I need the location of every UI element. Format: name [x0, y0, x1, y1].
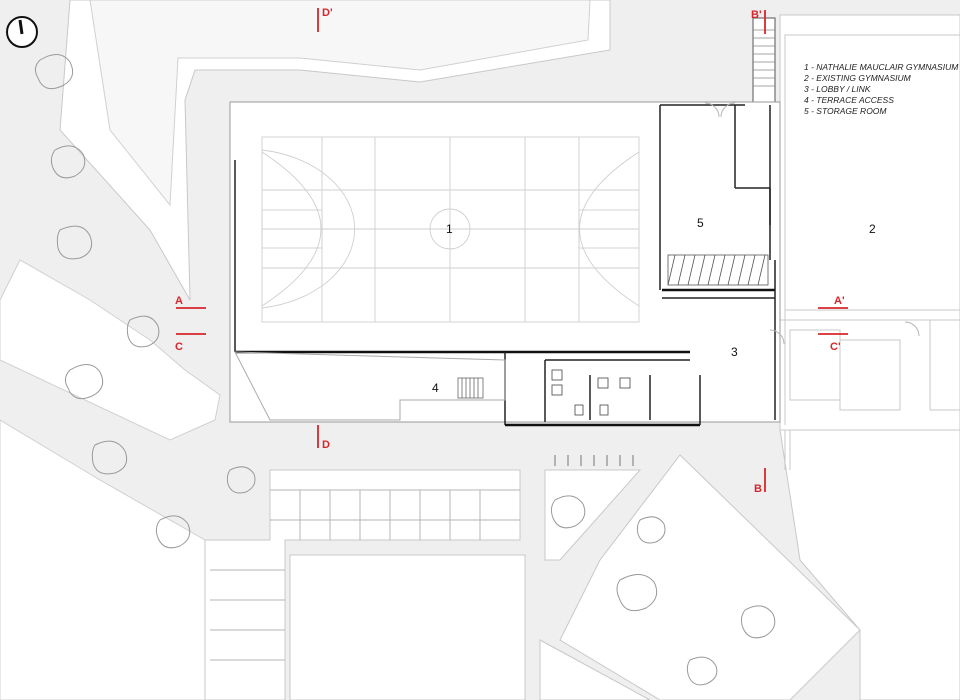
existing-stair [752, 17, 776, 104]
door-swing [769, 329, 785, 345]
section-label-c: C [175, 341, 183, 353]
tree-icon [616, 574, 658, 612]
tree-icon [226, 466, 256, 494]
tree-icon [126, 315, 160, 348]
new-building [229, 101, 920, 427]
legend: 1 - NATHALIE MAUCLAIR GYMNASIUM 2 - EXIS… [803, 62, 959, 116]
basketball-court [261, 136, 640, 323]
restroom-fixtures [551, 369, 631, 416]
door-swing [704, 102, 720, 118]
section-label-a: A [175, 295, 183, 307]
tree-icon [155, 515, 191, 549]
bleacher-steps [667, 254, 769, 286]
section-label-a-prime: A' [834, 295, 845, 307]
tree-icon [550, 495, 586, 529]
section-markers: D' B' A C A' C' D B [175, 7, 848, 495]
tree-icon [740, 605, 776, 639]
tree-symbols [34, 54, 776, 686]
green-area-west [0, 259, 221, 441]
tree-icon [34, 54, 74, 90]
terrace-ramp [234, 351, 506, 421]
legend-item: 1 - NATHALIE MAUCLAIR GYMNASIUM [804, 62, 959, 72]
room-label-gymnasium: 1 [446, 222, 453, 236]
existing-gymnasium-outline [752, 17, 960, 470]
tree-icon [636, 516, 666, 544]
door-swing [904, 321, 920, 337]
legend-item: 3 - LOBBY / LINK [804, 84, 871, 94]
section-label-b: B [754, 483, 762, 495]
green-patch-south [539, 639, 651, 700]
north-arrow-icon [6, 16, 38, 48]
room-label-lobby: 3 [731, 345, 738, 359]
section-label-d-prime: D' [322, 7, 333, 19]
parking-south-west [204, 469, 521, 700]
tree-icon [56, 225, 93, 260]
tree-icon [64, 364, 104, 400]
room-label-existing-gymnasium: 2 [869, 222, 876, 236]
legend-item: 4 - TERRACE ACCESS [804, 95, 894, 105]
section-label-d: D [322, 439, 330, 451]
green-area-north-inner [89, 0, 591, 207]
legend-item: 2 - EXISTING GYMNASIUM [803, 73, 912, 83]
parking-block-center [289, 554, 526, 700]
tree-icon [50, 145, 86, 179]
legend-item: 5 - STORAGE ROOM [804, 106, 887, 116]
green-patch-center [544, 469, 642, 561]
door-swing [720, 102, 736, 118]
section-label-b-prime: B' [751, 9, 762, 21]
tree-icon [686, 656, 718, 686]
tree-icon [91, 440, 128, 475]
terrace-stair [457, 377, 484, 399]
room-label-storage: 5 [697, 216, 704, 230]
section-label-c-prime: C' [830, 341, 841, 353]
parking-stall-lines [210, 455, 634, 661]
east-existing-building [779, 14, 960, 700]
room-label-terrace: 4 [432, 381, 439, 395]
